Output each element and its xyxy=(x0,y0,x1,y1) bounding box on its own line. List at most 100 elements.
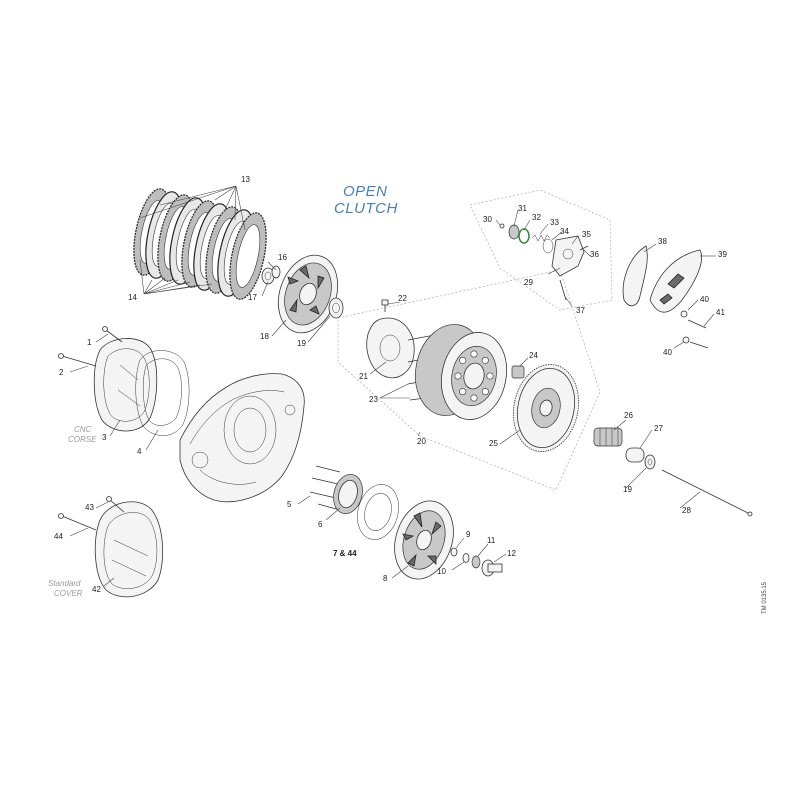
callout-1: 1 xyxy=(87,338,92,347)
spring-33 xyxy=(531,234,551,242)
callout-2: 2 xyxy=(59,368,64,377)
washer-9 xyxy=(450,547,458,557)
callout-22: 22 xyxy=(398,294,407,303)
basket-hole xyxy=(486,372,494,380)
nut-11 xyxy=(471,555,481,569)
clutch-basket xyxy=(415,324,508,420)
basket-hole xyxy=(454,372,462,380)
callout-21: 21 xyxy=(359,372,368,381)
clutch-cover-cnc xyxy=(93,338,158,432)
bolt-44 xyxy=(58,513,97,531)
callout-29: 29 xyxy=(524,278,533,287)
note-standard-line-1: Standard xyxy=(48,579,81,588)
callout-13: 13 xyxy=(241,175,250,184)
callout-40-upper: 40 xyxy=(700,295,709,304)
heading-line-1: OPEN xyxy=(343,183,388,200)
basket-hole xyxy=(481,356,489,364)
ring-6 xyxy=(333,473,363,515)
gasket-7 xyxy=(357,484,399,540)
basket-hole xyxy=(481,388,489,396)
group-29-outline xyxy=(469,189,613,311)
callout-30: 30 xyxy=(483,215,492,224)
ring-30 xyxy=(499,223,505,229)
callout-23: 23 xyxy=(369,395,378,404)
thrust-bearing xyxy=(261,265,281,285)
bolts-40 xyxy=(680,310,690,344)
callout-32: 32 xyxy=(532,213,541,222)
callout-37: 37 xyxy=(576,306,585,315)
callout-7-44: 7 & 44 xyxy=(333,549,357,558)
note-standard-line-2: COVER xyxy=(54,589,83,598)
callout-6: 6 xyxy=(318,520,323,529)
basket-hole xyxy=(459,388,467,396)
callout-19-lower: 19 xyxy=(623,485,632,494)
callout-8: 8 xyxy=(383,574,388,583)
callout-10: 10 xyxy=(437,567,446,576)
needle-bearing-24 xyxy=(511,365,525,379)
heading-line-2: CLUTCH xyxy=(334,200,398,217)
inner-cover-8 xyxy=(394,500,454,580)
slave-cylinder-body-35 xyxy=(551,235,585,277)
bolts-41 xyxy=(687,319,709,349)
oring-34 xyxy=(542,238,554,254)
callout-34: 34 xyxy=(560,227,569,236)
callout-36: 36 xyxy=(590,250,599,259)
callout-5: 5 xyxy=(287,500,292,509)
oring-32 xyxy=(518,228,530,244)
primary-gear-25 xyxy=(512,364,580,452)
callout-11: 11 xyxy=(487,536,496,545)
callout-40-lower: 40 xyxy=(663,348,672,357)
callout-38: 38 xyxy=(658,237,667,246)
plate-21 xyxy=(366,317,415,379)
clutch-plate-bore xyxy=(235,224,261,288)
bolt-37 xyxy=(559,279,567,301)
ring-10 xyxy=(462,553,470,563)
washer-19-upper xyxy=(328,297,344,319)
washer-19-lower xyxy=(644,454,656,470)
engine-case xyxy=(179,373,305,503)
callout-20: 20 xyxy=(417,437,426,446)
bolt-2 xyxy=(58,353,97,367)
note-cnc-line-1: CNC xyxy=(74,425,92,434)
callout-26: 26 xyxy=(624,411,633,420)
callout-39: 39 xyxy=(718,250,727,259)
callout-17: 17 xyxy=(248,293,257,302)
callout-41: 41 xyxy=(716,308,725,317)
bolt-43 xyxy=(106,496,125,513)
reference-code: TM 0135.15 xyxy=(762,581,768,614)
callout-42: 42 xyxy=(92,585,101,594)
callout-35: 35 xyxy=(582,230,591,239)
callout-18: 18 xyxy=(260,332,269,341)
clutch-cover-standard xyxy=(94,501,163,598)
callout-27: 27 xyxy=(654,424,663,433)
clutch-plate-stack xyxy=(133,188,267,300)
bushing-27 xyxy=(625,447,645,463)
callout-33: 33 xyxy=(550,218,559,227)
callout-43: 43 xyxy=(85,503,94,512)
bolt-1 xyxy=(102,326,123,343)
callout-labels: 13 14 16 17 18 19 1 2 3 4 5 6 7 & 44 8 9… xyxy=(54,175,727,594)
piston-31 xyxy=(508,224,520,240)
callout-3: 3 xyxy=(102,433,107,442)
basket-hole xyxy=(470,350,478,358)
bleeder-36 xyxy=(579,245,589,251)
basket-hole xyxy=(459,356,467,364)
guard-39 xyxy=(649,249,702,313)
bearing-26 xyxy=(593,427,623,447)
callout-31: 31 xyxy=(518,204,527,213)
callout-14: 14 xyxy=(128,293,137,302)
callout-28: 28 xyxy=(682,506,691,515)
callout-9: 9 xyxy=(466,530,471,539)
push-rod-28 xyxy=(661,469,753,517)
shaft-12 xyxy=(481,559,503,577)
note-cnc-line-2: CORSE xyxy=(68,435,97,444)
callout-19-upper: 19 xyxy=(297,339,306,348)
bolt-22 xyxy=(381,299,389,312)
callout-12: 12 xyxy=(507,549,516,558)
callout-24: 24 xyxy=(529,351,538,360)
callout-16: 16 xyxy=(278,253,287,262)
basket-hole xyxy=(470,394,478,402)
callout-44: 44 xyxy=(54,532,63,541)
guard-38 xyxy=(622,245,648,307)
